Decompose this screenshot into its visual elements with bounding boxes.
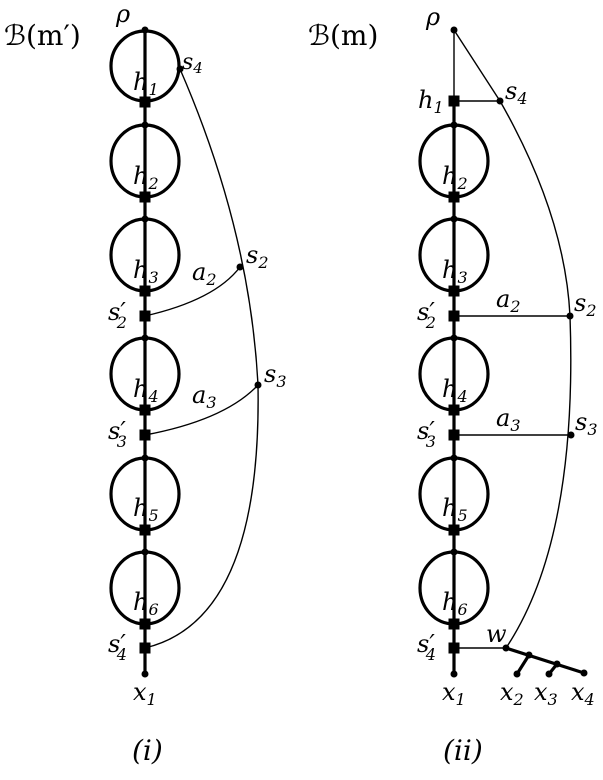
- left-edge-a3: [144, 384, 259, 436]
- right-label-h2: h2: [442, 162, 468, 193]
- left-s3prime-node: [139, 429, 151, 441]
- left-junction-dot: [141, 215, 149, 223]
- left-label-s2: s2: [246, 241, 269, 272]
- left-label-s4prime: s′4: [108, 630, 127, 664]
- right-s3-dot: [567, 431, 575, 439]
- right-x1-dot: [450, 670, 458, 678]
- left-label-h6: h6: [133, 588, 159, 619]
- left-label-a3: a3: [192, 381, 217, 412]
- left-caption: (i): [132, 734, 163, 767]
- right-label-h3: h3: [442, 256, 468, 287]
- diagram-left: ℬ(m′) ρ s4 h1 h2 h3 h4 h5 h6 a2 a3 s2 s3…: [4, 0, 287, 767]
- left-label-s3: s3: [264, 360, 287, 391]
- left-label-s2prime: s′2: [108, 298, 127, 332]
- right-label-h6: h6: [442, 588, 468, 619]
- left-label-a2: a2: [192, 258, 217, 289]
- right-label-h1: h1: [418, 86, 444, 117]
- right-junction-dot: [450, 215, 458, 223]
- left-label-h2: h2: [133, 162, 159, 193]
- right-long-arc: [499, 100, 572, 649]
- left-junction-dot: [141, 548, 149, 556]
- left-label-h5: h5: [133, 494, 159, 525]
- right-title: ℬ(m): [308, 19, 378, 52]
- left-label-x1: x1: [133, 678, 157, 709]
- right-label-a3: a3: [496, 404, 521, 435]
- left-junction-dot: [141, 454, 149, 462]
- left-h1-node: [139, 96, 151, 108]
- right-label-x3: x3: [534, 678, 558, 709]
- right-x4-dot: [580, 669, 588, 677]
- left-long-arc: [144, 68, 259, 649]
- right-label-rho: ρ: [425, 3, 440, 31]
- right-label-s3prime: s′3: [417, 417, 436, 451]
- left-junction-dot: [141, 121, 149, 129]
- diagram-right: ℬ(m) ρ s4 h1 h2 h3 h4 h5 h6 a2 a3 s2 s3 …: [308, 3, 598, 767]
- left-label-h4: h4: [133, 375, 159, 406]
- right-s4-dot: [496, 97, 504, 105]
- left-edge-a2: [144, 266, 241, 317]
- right-leaf-junction-dot: [525, 651, 533, 659]
- right-h6-node: [448, 618, 460, 630]
- left-s2prime-node: [139, 310, 151, 322]
- right-h3-node: [448, 285, 460, 297]
- left-junction-dot: [141, 334, 149, 342]
- left-s3-dot: [254, 381, 262, 389]
- right-label-h5: h5: [442, 494, 468, 525]
- left-h6-node: [139, 618, 151, 630]
- left-h2-node: [139, 191, 151, 203]
- right-root-dot: [450, 26, 458, 34]
- left-label-rho: ρ: [115, 0, 130, 28]
- right-label-w: w: [486, 620, 507, 648]
- right-leaf-junction-dot: [553, 660, 561, 668]
- right-x2-dot: [513, 670, 521, 678]
- left-s4prime-node: [139, 642, 151, 654]
- right-label-x4: x4: [571, 678, 595, 709]
- right-label-s4prime: s′4: [417, 630, 436, 664]
- left-s4-dot: [176, 65, 184, 73]
- right-label-x2: x2: [500, 678, 524, 709]
- left-label-s3prime: s′3: [108, 417, 127, 451]
- left-x1-dot: [141, 670, 149, 678]
- right-leaf-x2-edge: [515, 654, 531, 675]
- right-h5-node: [448, 524, 460, 536]
- right-junction-dot: [450, 454, 458, 462]
- left-title: ℬ(m′): [4, 19, 81, 52]
- left-label-s4: s4: [182, 50, 203, 77]
- right-s2prime-node: [448, 310, 460, 322]
- left-label-h1: h1: [133, 68, 159, 99]
- right-label-x1: x1: [442, 678, 466, 709]
- left-label-h3: h3: [133, 256, 159, 287]
- right-x3-dot: [545, 670, 553, 678]
- right-h1-node: [448, 95, 460, 107]
- right-junction-dot: [450, 548, 458, 556]
- left-h3-node: [139, 285, 151, 297]
- right-label-s3: s3: [575, 408, 598, 439]
- right-root-diagonal: [453, 29, 501, 102]
- right-leaf-path: [505, 646, 585, 675]
- right-label-h4: h4: [442, 375, 468, 406]
- left-h5-node: [139, 524, 151, 536]
- right-s3prime-node: [448, 429, 460, 441]
- right-label-s2: s2: [574, 289, 597, 320]
- left-s2-dot: [236, 263, 244, 271]
- right-junction-dot: [450, 334, 458, 342]
- right-h4-node: [448, 404, 460, 416]
- right-w-dot: [502, 644, 510, 652]
- right-caption: (ii): [443, 734, 483, 767]
- right-label-s4: s4: [505, 77, 528, 108]
- right-junction-dot: [450, 121, 458, 129]
- right-h2-node: [448, 191, 460, 203]
- right-label-a2: a2: [496, 285, 521, 316]
- right-s2-dot: [566, 312, 574, 320]
- left-h4-node: [139, 404, 151, 416]
- right-label-s2prime: s′2: [417, 298, 436, 332]
- right-s4prime-node: [448, 642, 460, 654]
- left-root-dot: [141, 26, 149, 34]
